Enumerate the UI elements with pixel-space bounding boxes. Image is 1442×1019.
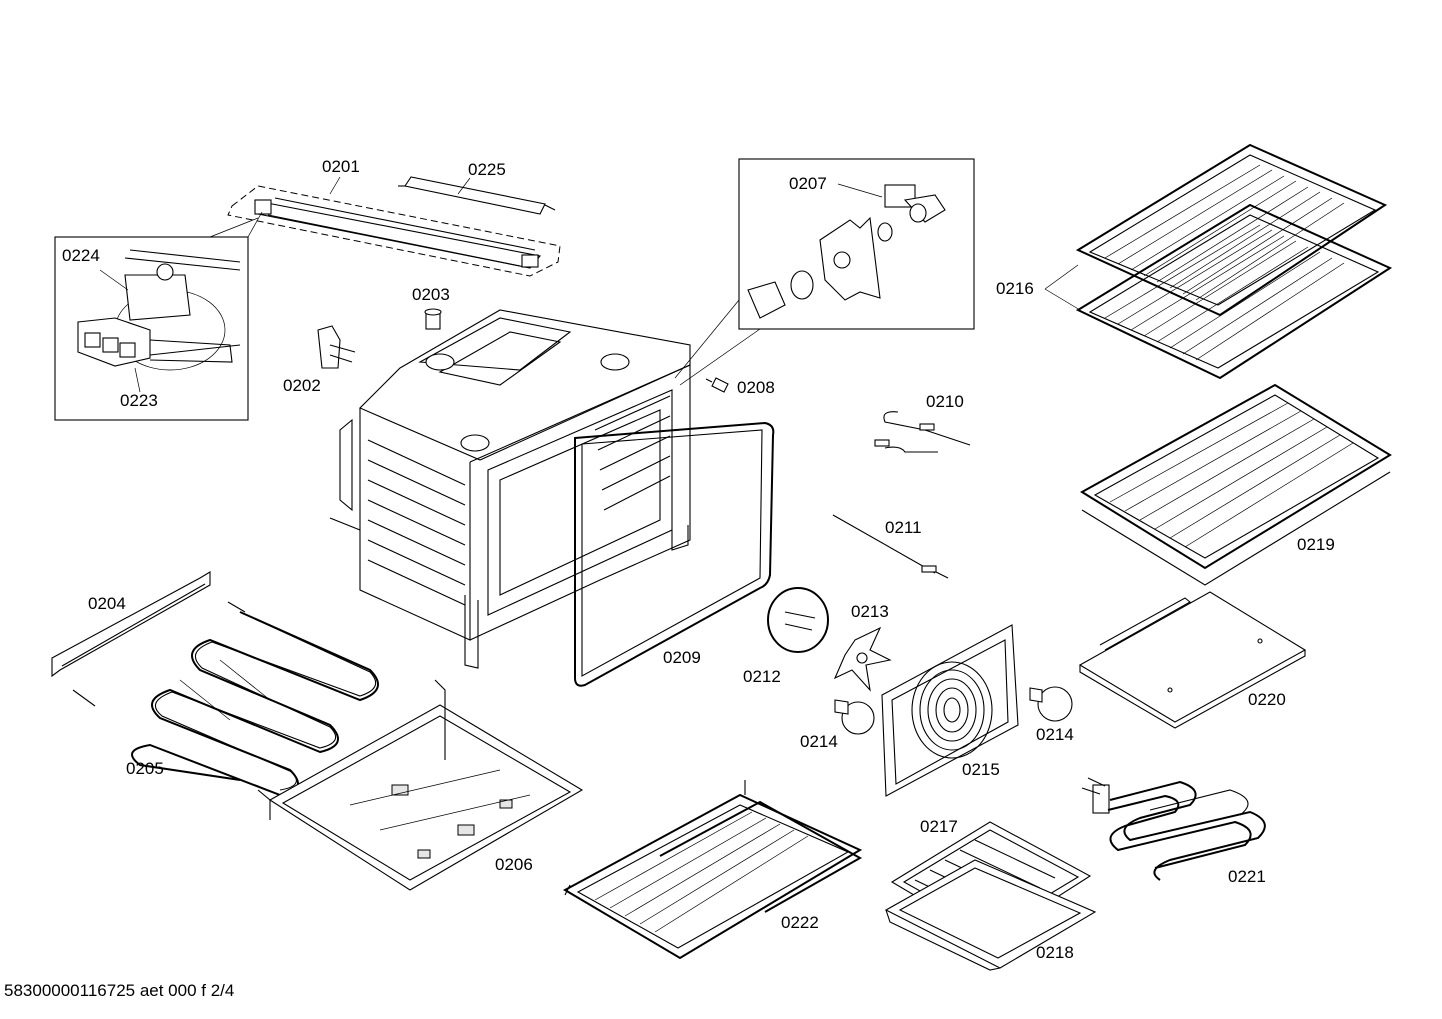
part-0205-bake-element: [72, 601, 379, 797]
part-0220-tray: [1078, 591, 1307, 729]
rack-0222-wires: [594, 811, 809, 933]
part-0209-door-gasket: [574, 421, 775, 687]
part-0216-oven-racks: [1044, 143, 1393, 380]
label-0202: 0202: [283, 376, 321, 395]
detail-box-fan-motor: [54, 211, 263, 421]
document-code: 58300000116725 aet 000 f 2/4: [4, 981, 235, 1000]
part-0222-rack: [562, 780, 863, 960]
part-0204-trim-strip: [51, 571, 211, 678]
label-0214-left: 0214: [800, 732, 838, 751]
rack-0219-wires: [1109, 402, 1354, 548]
label-0211: 0211: [885, 518, 922, 537]
label-0209: 0209: [663, 648, 701, 667]
label-0213: 0213: [851, 602, 889, 621]
part-0221-broil-element: [1081, 777, 1266, 881]
label-0210: 0210: [926, 392, 964, 411]
label-0215: 0215: [962, 760, 1000, 779]
label-0214-right: 0214: [1036, 725, 1074, 744]
label-0223: 0223: [120, 391, 158, 410]
detail-box-oven-lamp: [674, 158, 975, 386]
label-0204: 0204: [88, 594, 126, 613]
label-0212: 0212: [743, 667, 781, 686]
label-0224: 0224: [62, 246, 100, 265]
part-0203-sensor: [424, 308, 442, 330]
label-0221: 0221: [1228, 867, 1266, 886]
part-0208-screw: [705, 377, 729, 393]
part-0215-fan-cover: [881, 624, 1019, 797]
part-0201-broil-element-bracket: [227, 185, 561, 277]
part-0206-cavity-floor: [257, 679, 584, 891]
part-0225-heat-shield: [398, 176, 556, 215]
rack-0216-wires: [1104, 164, 1345, 361]
part-0213-fan-blade: [833, 626, 892, 692]
label-0222: 0222: [781, 913, 819, 932]
label-0207: 0207: [789, 174, 827, 193]
label-0203: 0203: [412, 285, 450, 304]
label-0219: 0219: [1297, 535, 1335, 554]
part-0211-probe: [832, 514, 949, 579]
oven-rack-rails: [367, 395, 671, 606]
label-0220: 0220: [1248, 690, 1286, 709]
part-0214-lamp-right: [1029, 686, 1073, 722]
label-0217: 0217: [920, 817, 958, 836]
label-0201: 0201: [322, 157, 360, 176]
label-0225: 0225: [468, 160, 506, 179]
part-0202-clip: [317, 325, 356, 369]
part-0212-fan-ring: [767, 587, 829, 653]
label-0208: 0208: [737, 378, 775, 397]
part-0210-temperature-sensor: [874, 411, 971, 453]
part-oven-cavity: [329, 309, 691, 669]
part-0214-lamp-left: [834, 699, 875, 735]
label-0218: 0218: [1036, 943, 1074, 962]
part-0218-broil-pan: [884, 859, 1097, 971]
label-0206: 0206: [495, 855, 533, 874]
label-0205: 0205: [126, 759, 164, 778]
part-0219-roller-rack: [1080, 383, 1392, 586]
label-0216: 0216: [996, 279, 1034, 298]
